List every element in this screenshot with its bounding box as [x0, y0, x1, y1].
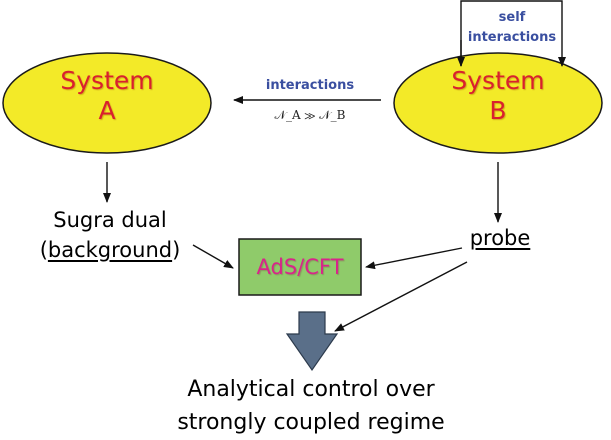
- conclusion-line2: strongly coupled regime: [177, 410, 445, 435]
- arrow-sugra-to-adscft: [192, 244, 234, 269]
- sugra-dual-label: Sugra dual (background): [10, 205, 210, 265]
- self-interactions-label: self interactions: [466, 8, 558, 48]
- system-a-label: System A: [47, 66, 167, 126]
- conclusion-line1: Analytical control over: [187, 377, 435, 402]
- arrow-probe-to-conclusion: [334, 261, 468, 332]
- sugra-open-paren: (: [39, 238, 48, 262]
- system-b-label: System B: [438, 66, 558, 126]
- adscft-box: [238, 238, 362, 296]
- sugra-dual-line1: Sugra dual: [53, 208, 167, 232]
- sugra-close-paren: ): [172, 238, 181, 262]
- background-term: background: [47, 238, 173, 262]
- system-b-line1: System: [451, 66, 545, 95]
- system-b-line2: B: [489, 96, 507, 125]
- system-a-line1: System: [60, 66, 154, 95]
- system-b-ellipse: [393, 52, 603, 154]
- big-down-arrow: [285, 311, 339, 372]
- sugra-dual-line2: (background): [10, 235, 210, 265]
- self-interaction-loop: [460, 0, 566, 67]
- system-a-ellipse: [2, 52, 212, 154]
- self-interactions-line1: self: [498, 10, 526, 25]
- adscft-label: AdS/CFT: [256, 255, 344, 279]
- conclusion-text: Analytical control over strongly coupled…: [131, 373, 491, 439]
- system-a-line2: A: [98, 96, 116, 125]
- self-interactions-line2: interactions: [467, 30, 557, 45]
- interactions-label: interactions: [265, 78, 355, 93]
- probe-label: probe: [469, 226, 531, 250]
- arrow-probe-to-adscft: [365, 247, 463, 270]
- interactions-condition: 𝒩_A ≫ 𝒩_B: [274, 108, 346, 122]
